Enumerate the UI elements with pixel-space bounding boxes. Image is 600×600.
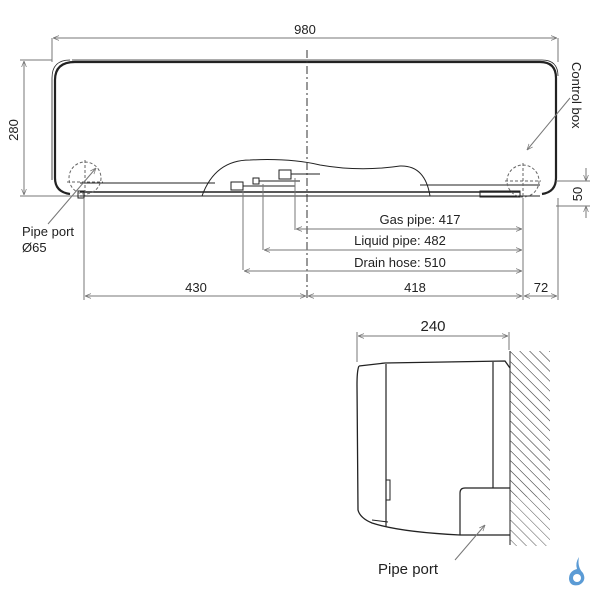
drain-hose-label: Drain hose: 510 — [354, 255, 446, 270]
right-pipe-port-circle — [506, 164, 540, 198]
center-right-dim-label: 418 — [404, 280, 426, 295]
left-dim-label: 430 — [185, 280, 207, 295]
control-box-label: Control box — [569, 62, 584, 129]
height-label: 280 — [6, 119, 21, 141]
right-dim-label: 72 — [534, 280, 548, 295]
water-drop-logo — [569, 557, 585, 586]
liquid-pipe-label: Liquid pipe: 482 — [354, 233, 446, 248]
side-view: 240 Pipe port — [356, 318, 550, 578]
depth-label: 240 — [420, 318, 445, 335]
width-label: 980 — [294, 22, 316, 37]
front-view: 980 280 — [6, 22, 590, 300]
gas-pipe-label: Gas pipe: 417 — [380, 212, 461, 227]
pipe-port-label: Pipe port — [22, 224, 74, 239]
left-pipe-port-circle — [68, 161, 102, 195]
pipe-fittings — [230, 169, 320, 191]
bottom-offset-label: 50 — [570, 187, 585, 201]
side-pipe-port-label: Pipe port — [378, 561, 439, 578]
pipe-port-diameter: Ø65 — [22, 240, 47, 255]
